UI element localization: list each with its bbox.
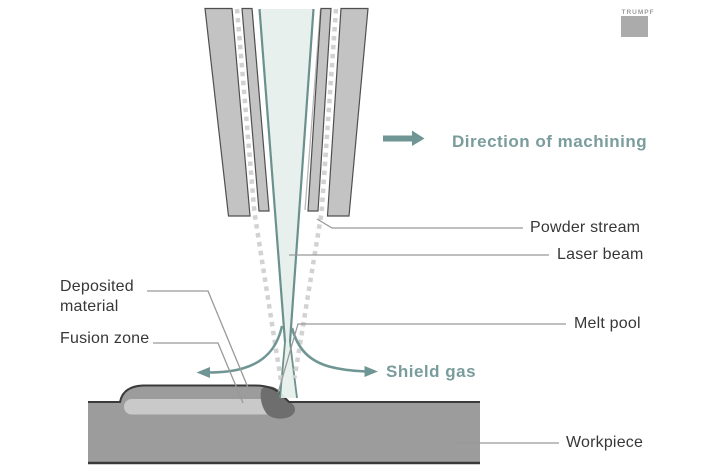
powder-stream-label: Powder stream — [530, 219, 640, 236]
shield-gas-curve-left — [207, 325, 284, 374]
trumpf-logo-text: TRUMPF — [622, 9, 655, 16]
powder-stream-leader — [316, 218, 523, 229]
trumpf-logo: TRUMPF — [621, 9, 655, 37]
beam-edge-left — [258, 8, 287, 343]
direction-arrow — [383, 130, 425, 146]
direction-of-machining-label: Direction of machining — [452, 132, 647, 151]
shield-gas-arrowhead-left — [196, 367, 210, 378]
shield-gas-label: Shield gas — [386, 362, 476, 381]
melt-pool-blob — [260, 386, 295, 419]
fusion-zone-band — [124, 399, 278, 415]
beam-edge-right — [288, 8, 315, 343]
nozzle-group — [204, 7, 369, 217]
nozzle-outer-wall-right — [326, 7, 369, 217]
leader-lines — [147, 218, 566, 444]
beam-lower-edge-right — [289, 341, 298, 399]
nozzle-inner-wall-right — [307, 7, 332, 212]
workpiece-label: Workpiece — [566, 434, 643, 451]
beam-lower-edge-left — [279, 341, 286, 399]
shield-gas-curve-right — [290, 327, 367, 373]
deposited-material-leader — [147, 290, 250, 391]
melt-pool-leader — [277, 323, 566, 394]
direction-arrow-shaft — [383, 135, 413, 142]
melt-pool-label: Melt pool — [574, 315, 641, 332]
workpiece-group — [88, 384, 480, 465]
fusion-zone-leader — [153, 342, 244, 404]
deposited-material-label-line2: material — [60, 298, 119, 315]
powder-stream-dashed-right — [292, 8, 339, 379]
nozzle-inner-wall-left — [241, 7, 270, 212]
laser-beam-group — [258, 8, 315, 399]
deposited-material-label-line1: Deposited — [60, 278, 134, 295]
direction-arrow-head — [412, 130, 425, 146]
powder-stream-dashed-left — [234, 8, 284, 382]
shield-gas-group — [196, 325, 378, 378]
trumpf-logo-square — [621, 16, 648, 37]
nozzle-bore-line-right — [304, 8, 322, 211]
laser-beam-label: Laser beam — [557, 246, 644, 263]
nozzle-outer-wall-left — [204, 7, 251, 217]
shield-gas-arrowhead-right — [364, 366, 378, 377]
fusion-zone-label: Fusion zone — [60, 330, 149, 347]
deposited-material-bead — [120, 385, 289, 403]
laser-beam-upper-cone — [259, 9, 314, 342]
